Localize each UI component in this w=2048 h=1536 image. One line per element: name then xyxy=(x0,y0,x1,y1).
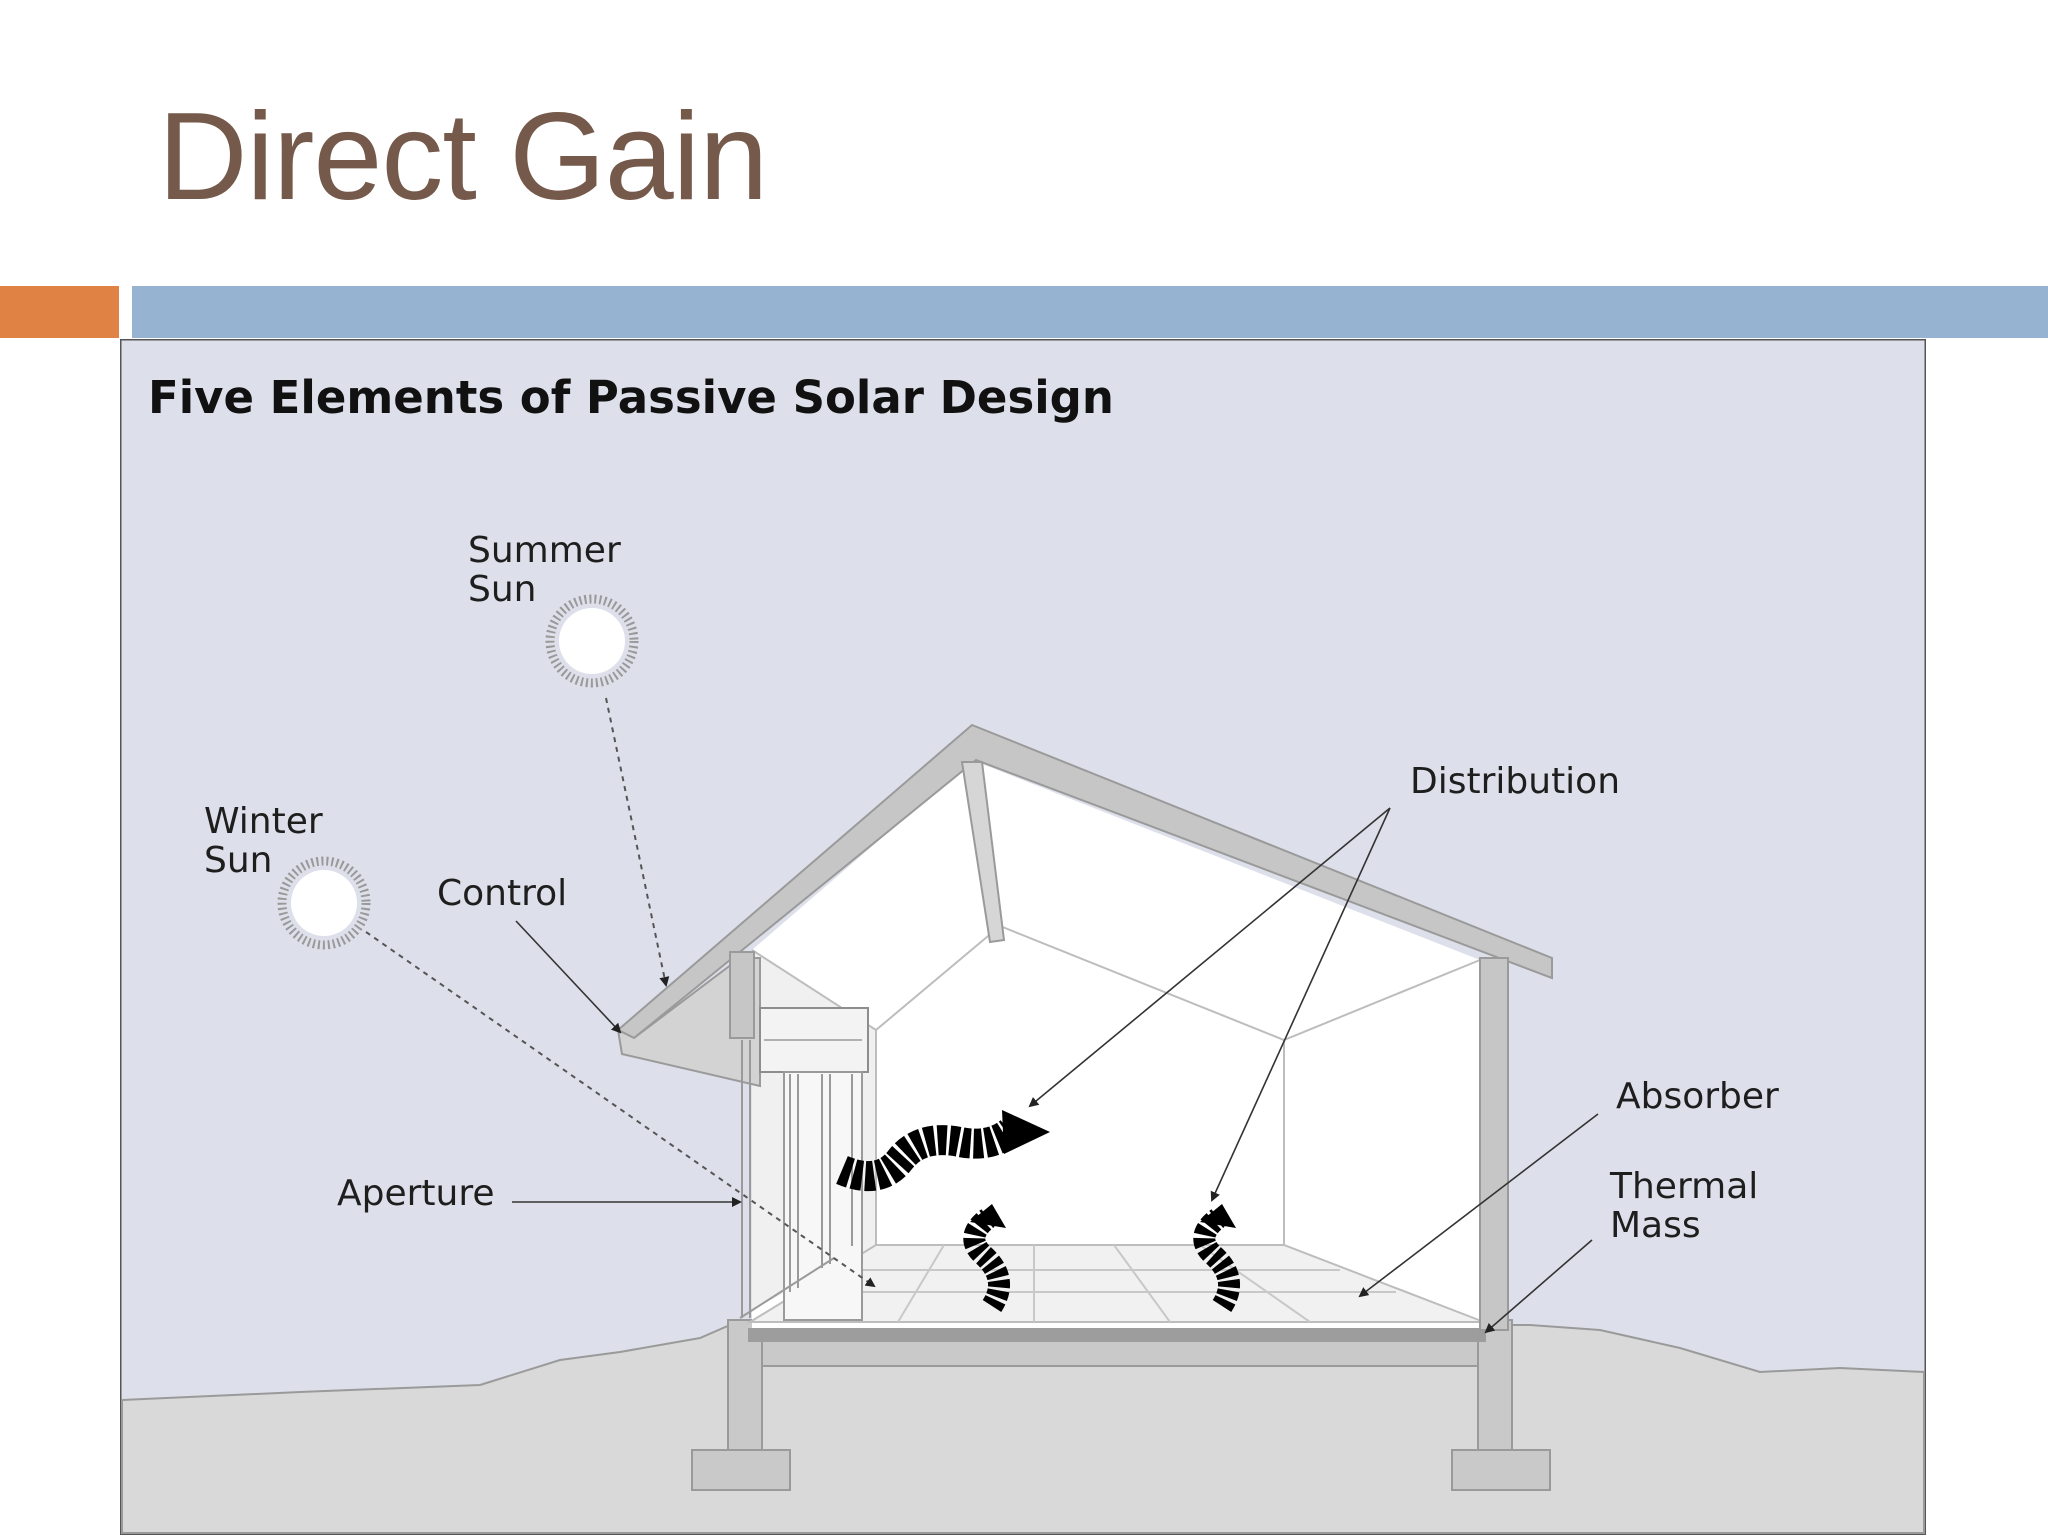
left-footing xyxy=(691,1449,791,1491)
interior xyxy=(752,760,1480,1330)
label-winter-sun-line1: Winter xyxy=(204,801,323,842)
passive-solar-diagram: Five Elements of Passive Solar Design Su… xyxy=(120,339,1926,1535)
label-thermal-mass-line2: Mass xyxy=(1610,1205,1701,1246)
summer-sun-icon xyxy=(545,594,639,688)
rising-heat-right-icon xyxy=(1193,1204,1240,1312)
label-summer-sun-line1: Summer xyxy=(468,530,621,571)
label-absorber: Absorber xyxy=(1616,1076,1779,1117)
thermal-mass-slab xyxy=(748,1328,1486,1342)
label-winter-sun: Winter Sun xyxy=(204,801,334,881)
winter-sun-icon xyxy=(277,856,371,950)
convection-arrow-icon xyxy=(836,1110,1050,1191)
diagram-title: Five Elements of Passive Solar Design xyxy=(148,371,1114,424)
label-winter-sun-line2: Sun xyxy=(204,840,272,881)
ridge-post xyxy=(960,761,1006,944)
right-wall xyxy=(1479,957,1509,1331)
winter-sun-ray xyxy=(365,931,876,1288)
summer-sun-ray xyxy=(605,697,670,987)
leader-lines xyxy=(512,807,1599,1334)
label-summer-sun-line2: Sun xyxy=(468,569,536,610)
roof-overhang xyxy=(616,957,761,1088)
foundation-beam xyxy=(749,1337,1493,1367)
label-aperture: Aperture xyxy=(337,1173,495,1214)
label-distribution: Distribution xyxy=(1410,761,1620,802)
accent-bar-blue xyxy=(132,286,2048,338)
window-mullions xyxy=(741,1040,853,1318)
rising-heat-left-icon xyxy=(963,1204,1010,1312)
accent-bar-orange xyxy=(0,286,119,338)
right-footing xyxy=(1451,1449,1551,1491)
left-wall-post xyxy=(729,951,755,1039)
label-control: Control xyxy=(437,873,567,914)
slide-title: Direct Gain xyxy=(158,88,768,226)
label-summer-sun: Summer Sun xyxy=(468,530,632,610)
label-thermal-mass: Thermal Mass xyxy=(1609,1166,1770,1246)
label-thermal-mass-line1: Thermal xyxy=(1609,1166,1758,1207)
